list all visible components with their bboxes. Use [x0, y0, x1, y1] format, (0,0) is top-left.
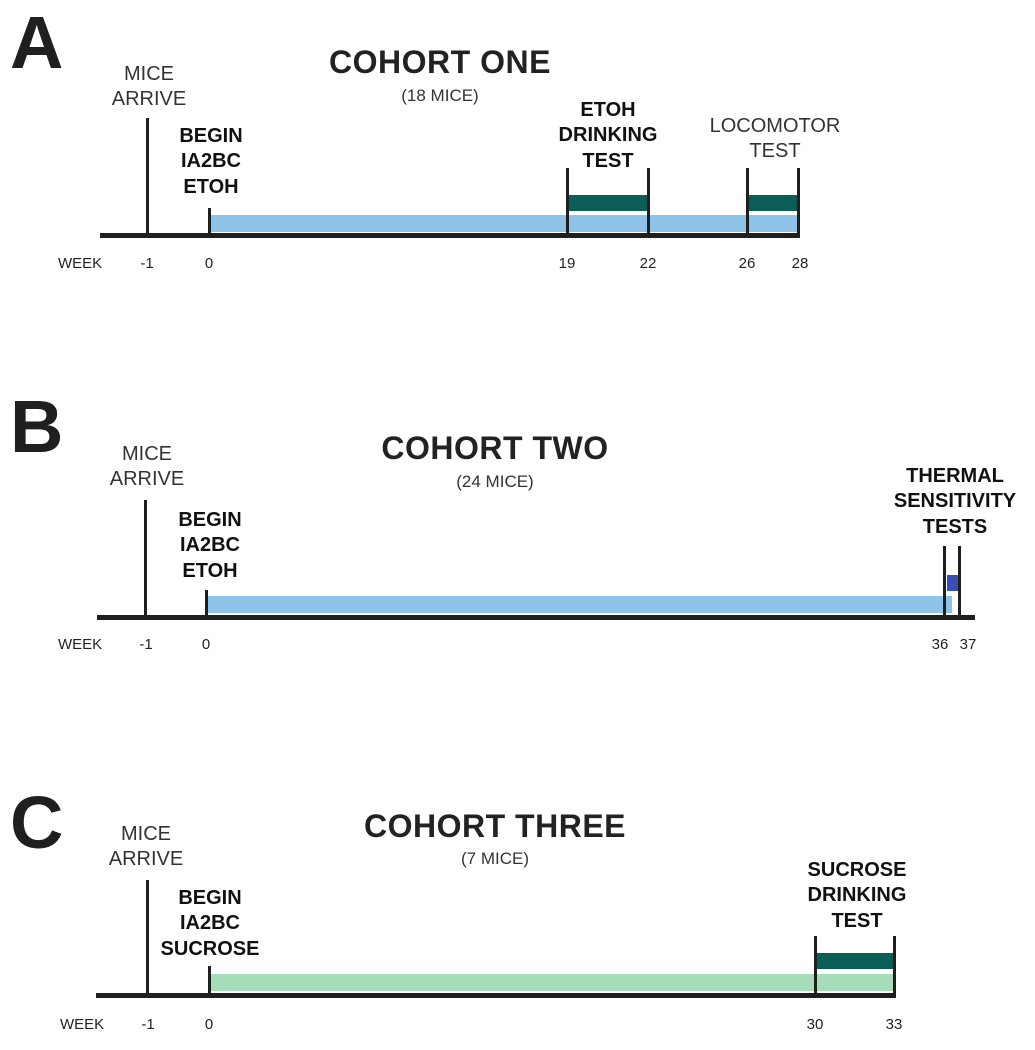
exposure-bar	[210, 215, 798, 232]
begin-marker	[208, 208, 211, 238]
exposure-bar	[207, 596, 952, 613]
week-tick: 22	[639, 255, 657, 272]
week-tick: 30	[806, 1016, 824, 1033]
cohort-count: (18 MICE)	[401, 86, 479, 105]
cohort-title: COHORT THREE	[364, 808, 626, 844]
week-tick: -1	[139, 636, 153, 653]
week-tick: 0	[201, 636, 211, 653]
week-tick: 0	[204, 255, 214, 272]
week-tick: 33	[885, 1016, 903, 1033]
test-segment-sucrose-drinking	[817, 953, 894, 969]
week-tick: 0	[204, 1016, 214, 1033]
week-tick: 19	[558, 255, 576, 272]
event-marker	[893, 936, 896, 998]
event-marker	[746, 168, 749, 238]
event-marker	[958, 546, 961, 620]
event-marker	[647, 168, 650, 238]
week-tick: -1	[140, 255, 154, 272]
event-marker	[943, 546, 946, 620]
week-tick: -1	[141, 1016, 155, 1033]
week-label: WEEK	[58, 255, 103, 272]
timeline-axis	[100, 233, 800, 238]
arrive-marker	[144, 500, 147, 620]
exposure-bar	[210, 974, 894, 991]
panel-letter: B	[10, 385, 64, 468]
panel-letter: A	[10, 1, 64, 84]
week-tick: 37	[959, 636, 977, 653]
panel-letter: C	[10, 781, 64, 864]
test-segment-thermal	[947, 575, 960, 591]
week-label: WEEK	[58, 636, 103, 653]
week-tick: 28	[791, 255, 809, 272]
cohort-count: (24 MICE)	[456, 472, 534, 491]
test-segment-locomotor	[748, 195, 798, 211]
event-marker	[814, 936, 817, 998]
week-label: WEEK	[60, 1016, 105, 1033]
cohort-title: COHORT TWO	[381, 430, 609, 466]
event-marker	[566, 168, 569, 238]
begin-marker	[208, 966, 211, 998]
timeline-axis	[97, 615, 975, 620]
arrive-marker	[146, 118, 149, 238]
week-tick: 26	[738, 255, 756, 272]
begin-marker	[205, 590, 208, 620]
cohort-count: (7 MICE)	[461, 849, 529, 868]
cohort-title: COHORT ONE	[329, 44, 551, 80]
timeline-axis	[96, 993, 896, 998]
week-tick: 36	[931, 636, 949, 653]
event-marker	[797, 168, 800, 238]
arrive-marker	[146, 880, 149, 998]
test-segment-etoh-drinking	[568, 195, 648, 211]
